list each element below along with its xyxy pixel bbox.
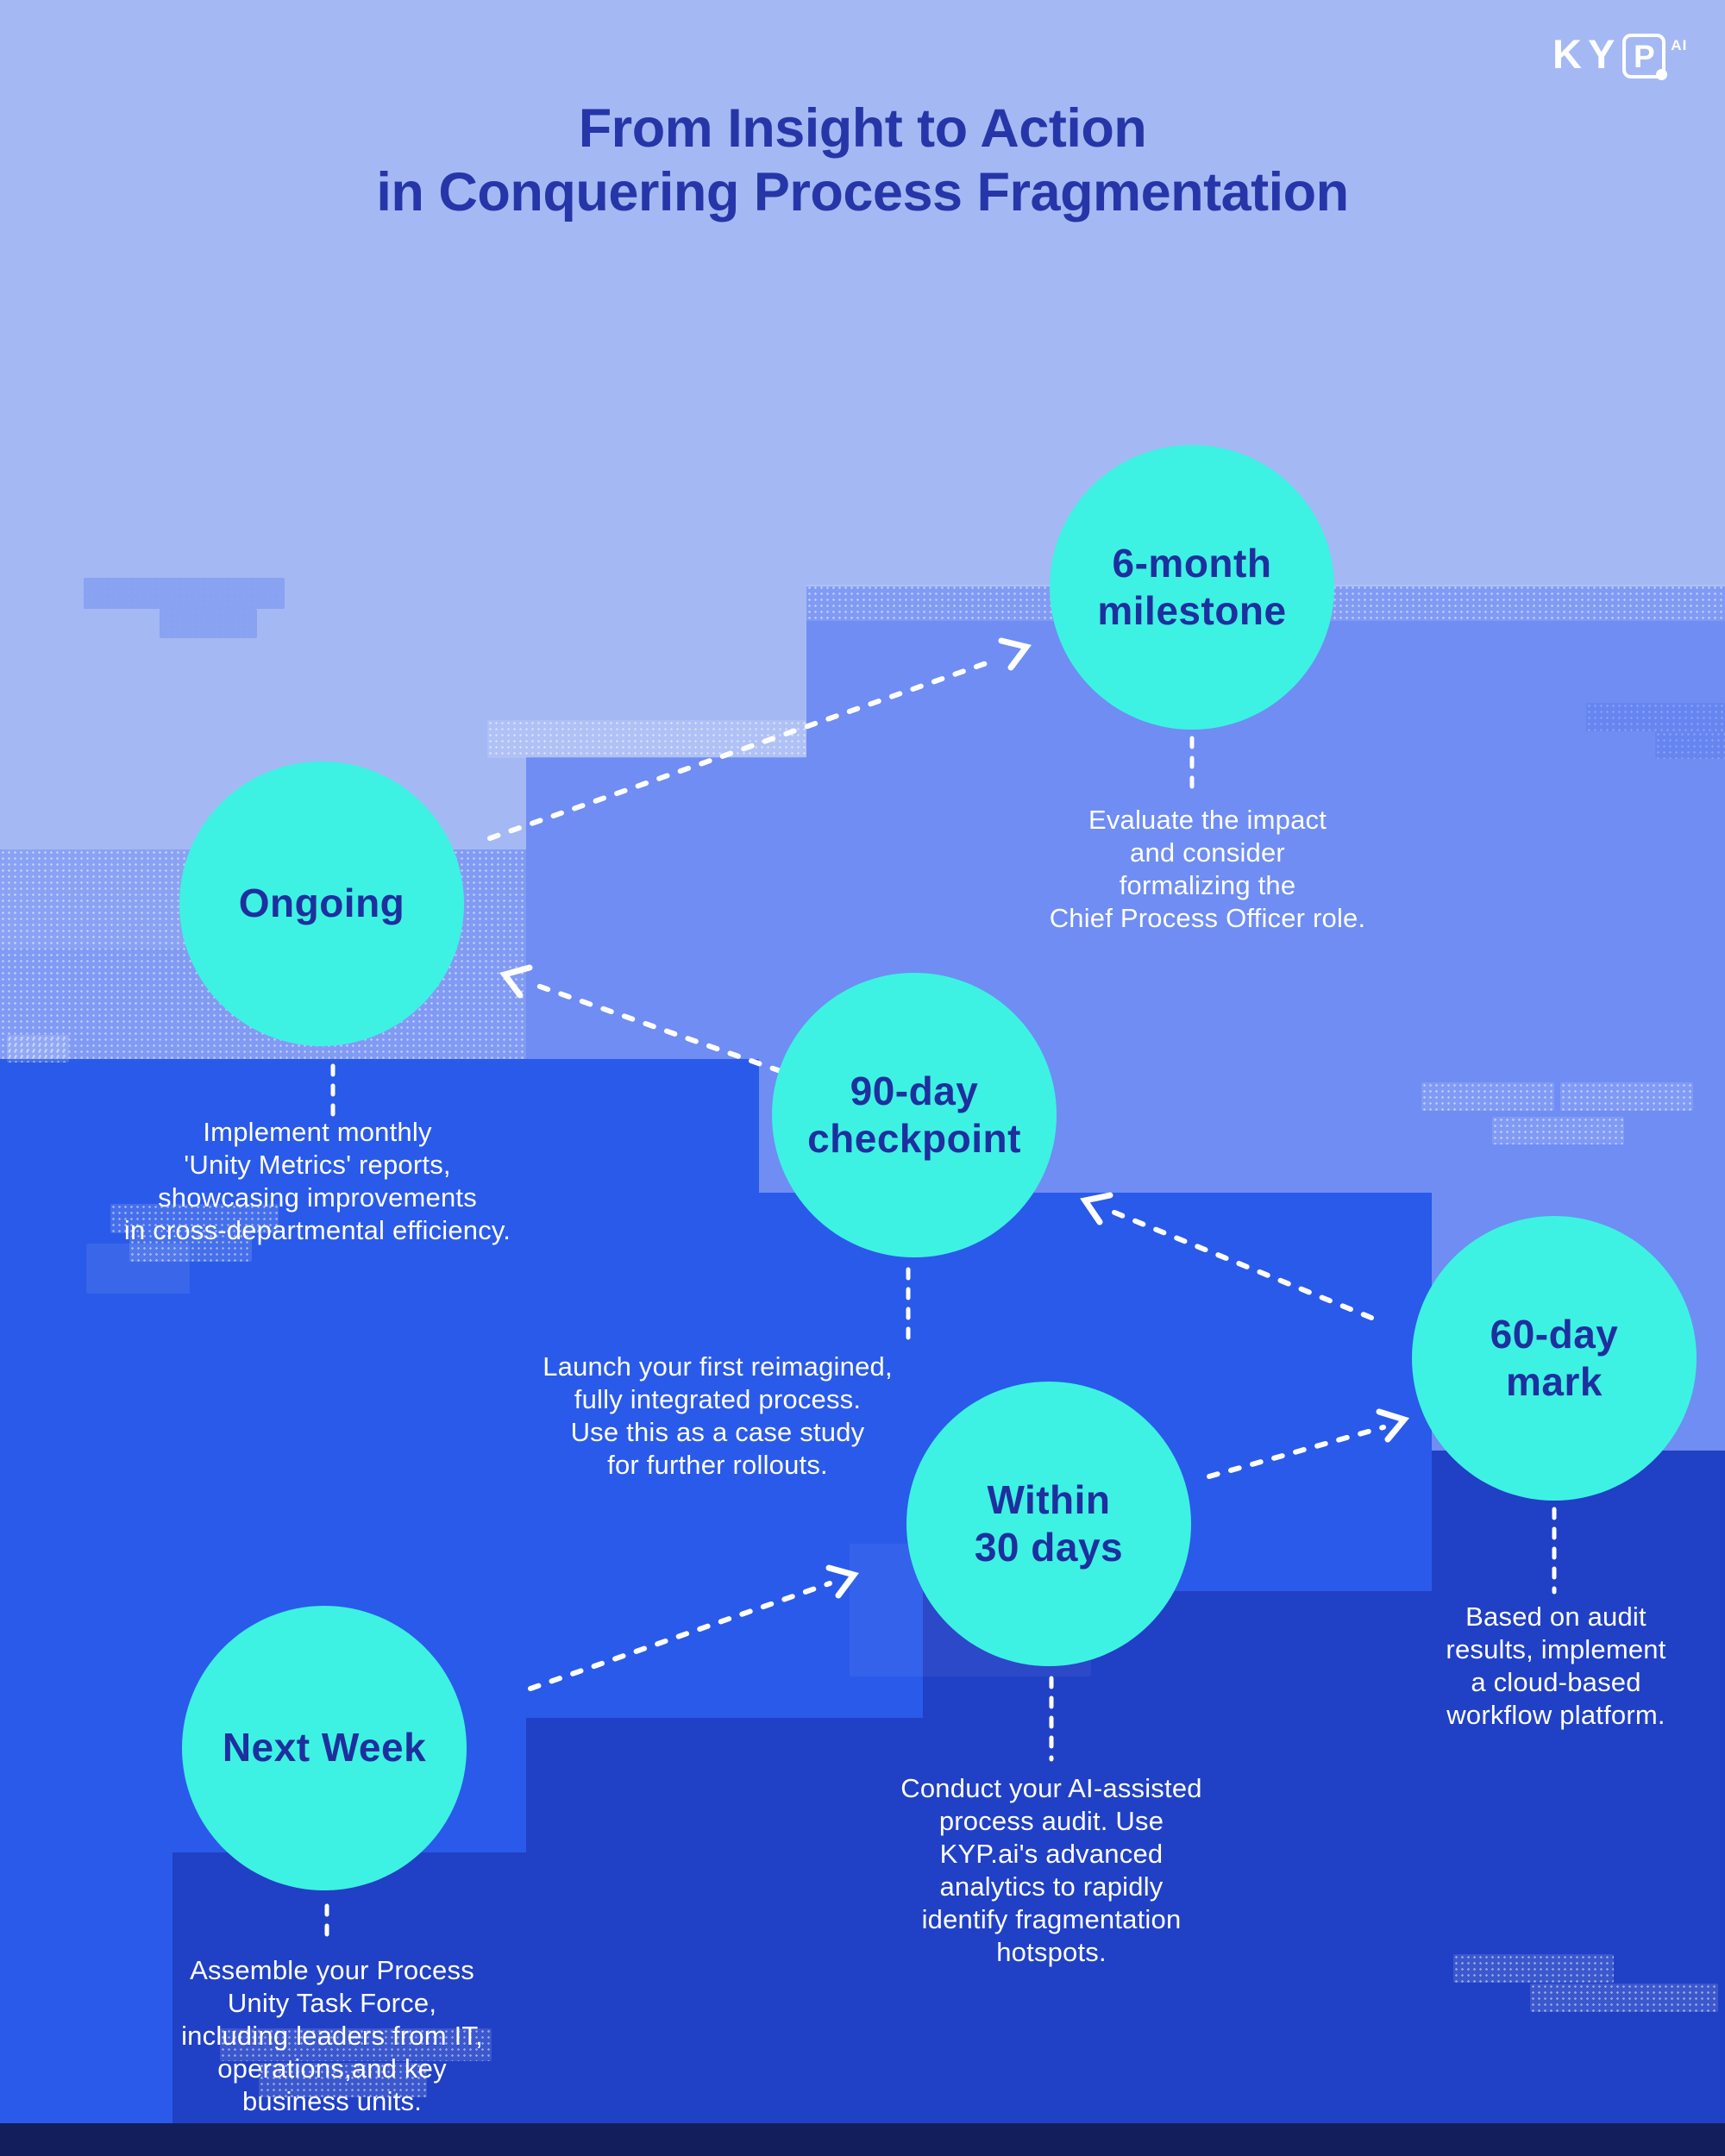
milestone-label-ongoing: Ongoing	[238, 881, 405, 926]
bg-step-darker-left	[172, 1852, 526, 2156]
decor-midright-c	[1492, 1117, 1624, 1144]
logo-p-text: P	[1633, 38, 1655, 74]
logo-ai-text: AI	[1671, 37, 1688, 53]
decor-ongoing-b	[129, 1233, 252, 1262]
page-title: From Insight to Action in Conquering Pro…	[0, 97, 1725, 224]
logo-ky-text: KY	[1552, 31, 1622, 77]
milestone-circle-30days: Within 30 days	[906, 1382, 1191, 1666]
arrow-30days-to-60day	[1207, 1408, 1410, 1479]
milestone-label-6month: 6-month milestone	[1097, 540, 1287, 633]
milestone-label-60day: 60-day mark	[1490, 1311, 1619, 1404]
milestone-circle-ongoing: Ongoing	[179, 761, 464, 1046]
arrow-ongoing-to-6month	[487, 637, 1032, 841]
decor-topleft-b	[160, 609, 257, 638]
arrow-60day-to-90day	[1080, 1192, 1374, 1320]
decor-ongoing-c	[86, 1244, 190, 1294]
milestone-desc-30days: Conduct your AI-assisted process audit. …	[900, 1773, 1202, 1967]
page-title-line2: in Conquering Process Fragmentation	[376, 162, 1349, 222]
decor-midright-b	[1560, 1082, 1693, 1111]
decor-band-center	[487, 720, 806, 758]
decor-leftedge	[7, 1035, 69, 1062]
decor-bottomright-b	[1530, 1984, 1718, 2012]
decor-topright-a	[1586, 703, 1725, 731]
milestone-circle-60day: 60-day mark	[1412, 1216, 1697, 1501]
page-title-line1: From Insight to Action	[578, 98, 1147, 159]
milestone-circle-90day: 90-day checkpoint	[772, 973, 1057, 1257]
decor-midright-a	[1421, 1082, 1554, 1111]
milestone-desc-6month: Evaluate the impact and consider formali…	[1049, 805, 1366, 933]
bg-step-darker-right	[1432, 1451, 1725, 2156]
decor-nextweek-b	[259, 2063, 427, 2097]
milestone-circle-6month: 6-month milestone	[1050, 445, 1334, 730]
arrow-90day-to-ongoing	[499, 964, 783, 1074]
bg-step-darker-midright	[923, 1591, 1432, 2156]
logo-dot	[1656, 69, 1668, 80]
milestone-label-30days: Within 30 days	[974, 1476, 1124, 1570]
milestone-label-nextweek: Next Week	[222, 1725, 427, 1771]
decor-ongoing-a	[110, 1204, 279, 1233]
milestone-desc-60day: Based on audit results, implement a clou…	[1446, 1601, 1666, 1730]
decor-nextweek-a	[220, 2028, 492, 2061]
decor-bottomright-a	[1453, 1954, 1614, 1983]
decor-topright-b	[1655, 731, 1725, 759]
logo-p-box: P	[1622, 34, 1668, 80]
bg-step-darker-mid	[526, 1718, 923, 2156]
milestone-label-90day: 90-day checkpoint	[807, 1068, 1021, 1161]
bg-bottom-bar	[0, 2123, 1725, 2156]
arrow-nextweek-to-30days	[528, 1564, 859, 1691]
milestone-desc-ongoing: Implement monthly 'Unity Metrics' report…	[123, 1117, 511, 1245]
milestone-desc-nextweek: Assemble your Process Unity Task Force, …	[181, 1955, 483, 2116]
kyp-ai-logo: KY P AI	[1552, 31, 1688, 80]
decor-topleft-a	[84, 578, 285, 609]
milestone-desc-90day: Launch your first reimagined, fully inte…	[543, 1351, 893, 1480]
milestone-circle-nextweek: Next Week	[182, 1606, 467, 1890]
